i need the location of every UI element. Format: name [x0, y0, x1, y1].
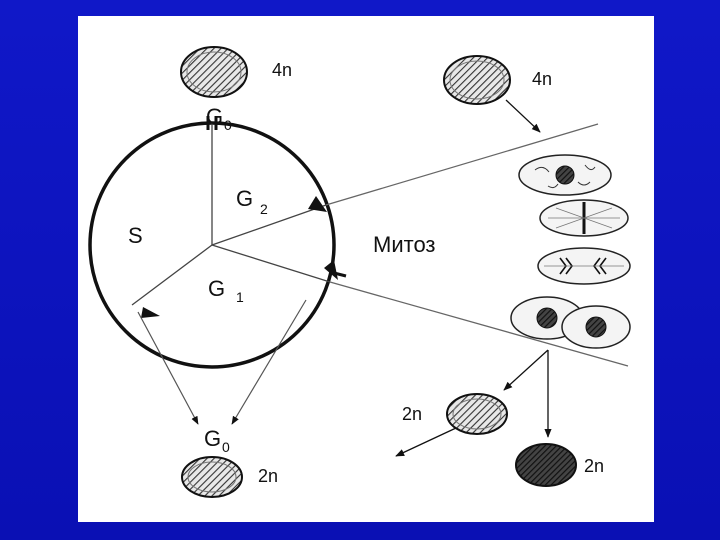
arrow-from-daughter-left [395, 427, 457, 457]
arrow-to-mitosis [505, 99, 541, 133]
g0-top-label-sub: 0 [224, 117, 232, 133]
mitosis-stage-telophase [510, 296, 631, 349]
mitosis-label: Митоз [373, 232, 436, 257]
ploidy-label-top-left: 4n [272, 60, 292, 80]
ploidy-label-mid-right: 2n [402, 404, 422, 424]
g0-bottom-label: G [204, 426, 221, 451]
mitosis-stage-metaphase [539, 199, 629, 237]
ploidy-label-top-right: 4n [532, 69, 552, 89]
g0-top-cell [180, 46, 248, 98]
radius-s-start [131, 244, 213, 306]
g2-label: G [236, 186, 253, 211]
radius-g2-end [211, 204, 327, 246]
g2-cell-top-right [443, 55, 511, 105]
g1-label: G [208, 276, 225, 301]
mitosis-stage-anaphase [537, 247, 631, 285]
daughter-cell-left [446, 393, 508, 435]
g1-label-sub: 1 [236, 289, 244, 305]
cycle-circle [88, 116, 347, 369]
arrowhead-g2 [308, 196, 327, 212]
arrow-s-to-g0 [137, 311, 199, 425]
arrow-to-daughter-left [503, 349, 549, 391]
s-phase-label: S [128, 223, 143, 248]
daughter-cell-right [515, 443, 577, 487]
g0-top-label: G [206, 104, 223, 129]
mitosis-stage-prophase [518, 154, 612, 196]
arrowhead-s [141, 307, 160, 318]
arrowhead-mitosis [324, 260, 338, 280]
g2-label-sub: 2 [260, 201, 268, 217]
ploidy-label-bottom-right: 2n [584, 456, 604, 476]
wedge-line-bottom [329, 281, 629, 367]
radius-g1-start [211, 244, 331, 283]
g0-bottom-cell [181, 456, 243, 498]
ploidy-label-bottom-left: 2n [258, 466, 278, 486]
g0-bottom-label-sub: 0 [222, 439, 230, 455]
wedge-line-top [325, 123, 599, 206]
arrow-g1-to-g0 [231, 299, 307, 425]
